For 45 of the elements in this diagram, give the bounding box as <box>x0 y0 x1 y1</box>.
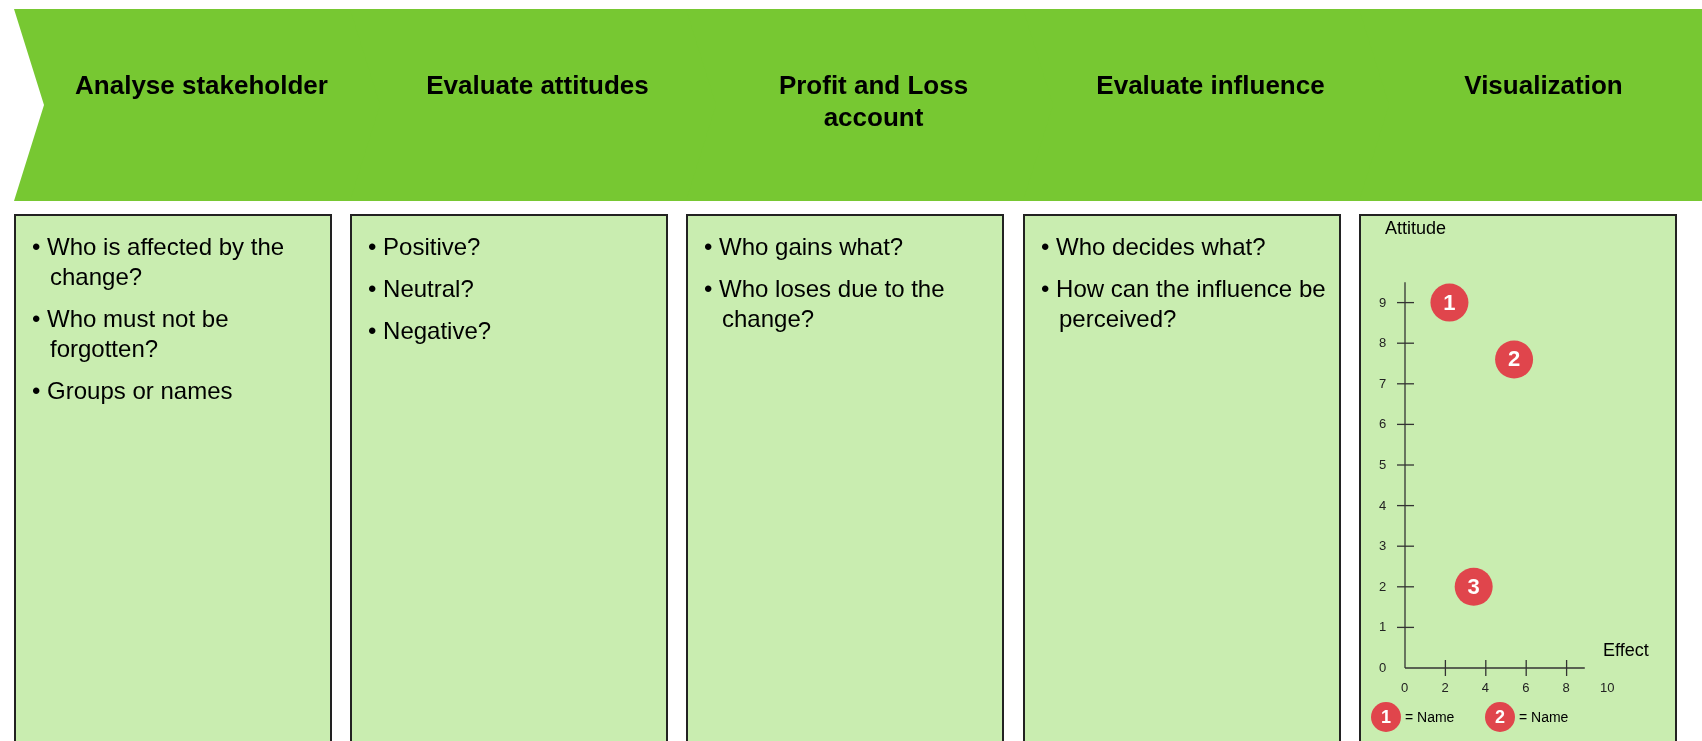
tick-label: 4 <box>1481 680 1490 695</box>
text-panel <box>686 214 1004 741</box>
legend-text: = Name <box>1519 709 1569 725</box>
axis-title: Attitude <box>1385 218 1447 239</box>
text-panel <box>1023 214 1341 741</box>
text-panel <box>14 214 332 741</box>
tick-label: 1 <box>1379 619 1387 635</box>
bullet-item: • Who loses due to the change? <box>704 274 946 334</box>
bullet-item: • Who decides what? <box>1041 232 1267 262</box>
step-heading: Visualization <box>1463 69 1624 101</box>
step-heading: Evaluate influence <box>1095 69 1326 101</box>
tick-label: 7 <box>1379 375 1387 391</box>
bullet-item: • How can the influence be perceived? <box>1041 274 1327 334</box>
bullet-item: • Who gains what? <box>704 232 905 262</box>
bullet-item: • Negative? <box>368 316 493 346</box>
tick-label: 2 <box>1441 680 1449 695</box>
tick-label: 8 <box>1379 335 1387 351</box>
tick-label: 10 <box>1600 680 1615 695</box>
axis-title: Effect <box>1603 640 1649 661</box>
step-heading: Analyse stakeholder <box>74 69 329 101</box>
bullet-item: • Positive? <box>368 232 482 262</box>
tick-label: 3 <box>1379 538 1387 554</box>
point-number: 3 <box>1466 574 1481 599</box>
tick-label: 6 <box>1379 416 1387 432</box>
legend-marker: 1 <box>1371 702 1401 732</box>
tick-label: 5 <box>1379 457 1387 472</box>
point-number: 2 <box>1506 347 1522 372</box>
bullet-item: • Neutral? <box>368 274 475 304</box>
bullet-item: • Who must not be forgotten? <box>32 304 230 364</box>
step-heading: Evaluate attitudes <box>425 69 650 101</box>
point-number: 1 <box>1442 290 1457 315</box>
bullet-item: • Groups or names <box>32 376 234 406</box>
text-panel <box>1359 214 1677 741</box>
tick-label: 4 <box>1379 497 1387 513</box>
step-heading: Profit and Loss account <box>777 69 970 133</box>
tick-label: 8 <box>1562 680 1570 695</box>
tick-label: 0 <box>1401 680 1409 695</box>
tick-label: 2 <box>1379 578 1387 594</box>
legend-marker: 2 <box>1485 702 1515 732</box>
text-panel <box>350 214 668 741</box>
legend-text: = Name <box>1405 709 1455 725</box>
bullet-item: • Who is affected by the change? <box>32 232 286 292</box>
tick-label: 9 <box>1379 294 1387 310</box>
tick-label: 6 <box>1522 680 1530 695</box>
tick-label: 0 <box>1379 660 1387 675</box>
